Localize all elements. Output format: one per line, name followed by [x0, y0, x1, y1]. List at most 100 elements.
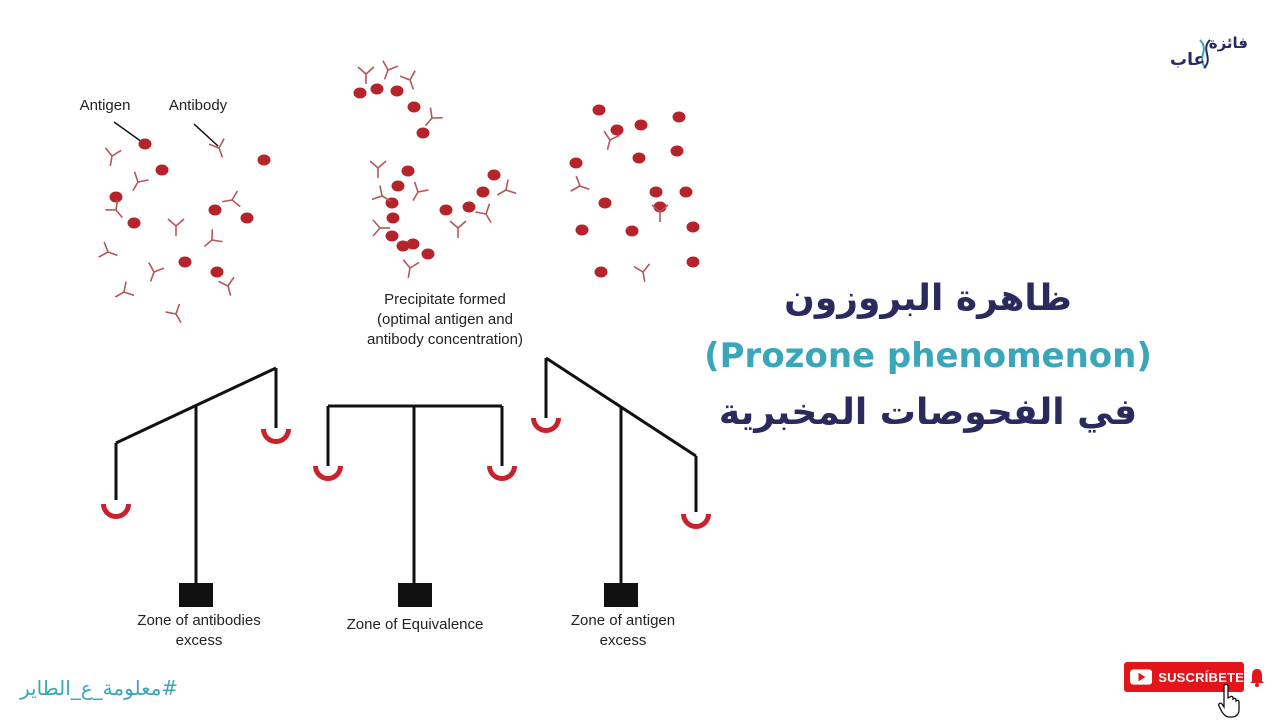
hashtag-text: #معلومة_ع_الطاير: [20, 676, 179, 700]
antibody-y-shape: [570, 175, 590, 192]
precipitate-caption-line1: Precipitate formed: [384, 291, 506, 308]
zone-left-line2: excess: [175, 632, 223, 649]
logo-text-top: فائزة: [1208, 34, 1248, 52]
antigen-dot: [391, 180, 405, 192]
antigen-dot: [575, 224, 589, 236]
antigen-dot: [670, 145, 684, 157]
subscribe-label: SUSCRÍBETE: [1158, 669, 1244, 685]
antigen-dot: [610, 124, 624, 136]
antigen-excess-molecules: [569, 104, 700, 282]
antibody-label: Antibody: [168, 97, 228, 114]
antibody-pointer-line: [193, 123, 219, 147]
antibody-y-shape: [382, 60, 399, 80]
antigen-dot: [686, 256, 700, 268]
antibody-y-shape: [372, 219, 390, 237]
balance-antibody-excess: [114, 366, 278, 584]
antibody-y-shape: [208, 138, 225, 158]
youtube-play-icon: [1130, 669, 1153, 685]
antibody-y-shape: [369, 160, 387, 178]
antibody-y-shape: [222, 190, 241, 208]
antibody-y-shape: [371, 185, 392, 202]
antigen-dot: [401, 165, 415, 177]
antigen-dot: [138, 138, 152, 150]
antibody-y-shape: [104, 147, 122, 166]
antigen-dot: [390, 85, 404, 97]
antigen-dot: [155, 164, 169, 176]
logo-text-bottom: عاب: [1170, 50, 1206, 70]
zone-right-line1: Zone of antigen: [570, 612, 676, 629]
zone-antigen-excess-label: Zone of antigen excess: [548, 611, 698, 651]
dna-logo-icon: [1199, 39, 1211, 69]
antigen-dot: [127, 217, 141, 229]
antibody-y-shape: [402, 259, 420, 278]
title-line2: (Prozone phenomenon): [704, 336, 1152, 376]
antigen-dot: [396, 240, 410, 252]
antibody-y-shape: [203, 229, 223, 248]
antigen-dot: [385, 230, 399, 242]
antigen-dot: [686, 221, 700, 233]
antigen-pointer-line: [113, 121, 143, 143]
antigen-dot: [632, 152, 646, 164]
antigen-label: Antigen: [79, 97, 131, 114]
antigen-dot: [386, 212, 400, 224]
antibody-y-shape: [165, 303, 182, 324]
antibody-y-shape: [412, 181, 429, 202]
notification-bell[interactable]: [1244, 664, 1270, 692]
balance-equivalence: [326, 404, 504, 584]
balance-base-left: [179, 583, 213, 607]
antigen-dot: [594, 266, 608, 278]
antigen-dot: [421, 248, 435, 260]
antigen-dot: [210, 266, 224, 278]
antibody-y-shape: [399, 70, 416, 90]
antigen-dot: [625, 225, 639, 237]
antibody-y-shape: [114, 281, 135, 298]
zone-left-line1: Zone of antibodies: [137, 612, 261, 629]
balance-base-middle: [398, 583, 432, 607]
antigen-dot: [407, 101, 421, 113]
antibody-y-shape: [357, 66, 375, 84]
antigen-dot: [569, 157, 583, 169]
antigen-dot: [649, 186, 663, 198]
antibody-y-shape: [148, 262, 165, 282]
brand-logo: فائزة عاب: [1166, 34, 1250, 74]
antigen-dot: [439, 204, 453, 216]
zone-right-line2: excess: [599, 632, 647, 649]
precipitate-caption-line2: (optimal antigen and: [377, 311, 513, 328]
antibody-y-shape: [424, 107, 443, 127]
antibody-y-shape: [475, 203, 492, 224]
antigen-dot: [109, 191, 123, 203]
title-line1: ظاهرة البروزون: [784, 278, 1072, 319]
antibody-y-shape: [603, 130, 620, 150]
zone-equivalence-label: Zone of Equivalence: [346, 616, 484, 633]
antibody-y-shape: [98, 241, 118, 258]
precipitate-caption: Precipitate formed (optimal antigen and …: [340, 290, 550, 350]
antigen-dot: [353, 87, 367, 99]
zone-antibody-excess-label: Zone of antibodies excess: [114, 611, 284, 651]
precipitate-caption-line3: antibody concentration): [367, 331, 523, 348]
antibody-y-shape: [651, 204, 669, 222]
balance-antigen-excess: [544, 356, 698, 584]
antibody-y-shape: [132, 171, 149, 192]
antibody-y-shape: [167, 218, 185, 236]
hand-cursor-icon: [1218, 684, 1240, 718]
antigen-dot: [487, 169, 501, 181]
antigen-dot: [598, 197, 612, 209]
antigen-dot: [178, 256, 192, 268]
antigen-dot: [257, 154, 271, 166]
antibody-excess-molecules: [98, 138, 271, 324]
antigen-dot: [672, 111, 686, 123]
antigen-dot: [476, 186, 490, 198]
bell-icon: [1250, 669, 1264, 687]
antigen-dot: [679, 186, 693, 198]
antigen-dot: [416, 127, 430, 139]
antibody-y-shape: [105, 199, 124, 219]
antigen-dot: [406, 238, 420, 250]
title-line3: في الفحوصات المخبرية: [718, 392, 1138, 433]
antigen-dot: [634, 119, 648, 131]
antibody-y-shape: [633, 263, 651, 282]
antibody-y-shape: [218, 276, 235, 296]
balance-base-right: [604, 583, 638, 607]
antibody-y-shape: [496, 179, 517, 196]
antigen-dot: [208, 204, 222, 216]
